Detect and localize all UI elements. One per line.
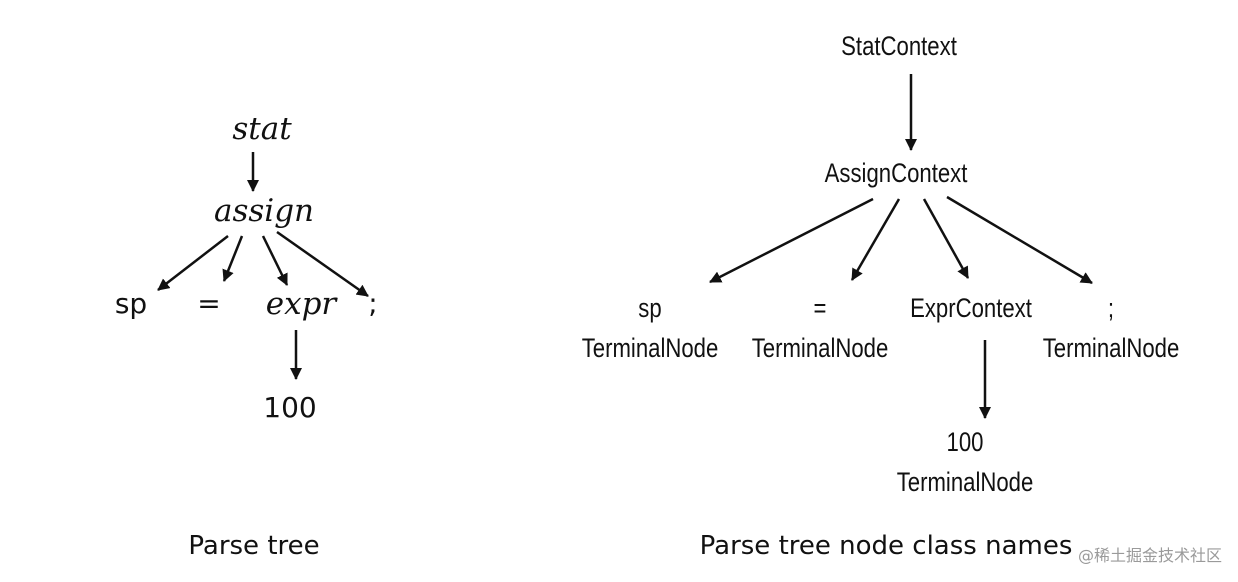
node-semi-terminal: ; TerminalNode <box>1043 288 1180 368</box>
node-semi-value: ; <box>1107 293 1115 323</box>
node-statcontext: StatContext <box>841 31 957 61</box>
node-expr: expr <box>265 286 337 322</box>
node-100-value: 100 <box>946 427 984 457</box>
node-eq-value: = <box>813 293 827 323</box>
node-100-terminal: 100 TerminalNode <box>897 422 1034 502</box>
edge-assigncontext-sp <box>709 197 874 284</box>
edge-assigncontext-expr <box>922 198 970 279</box>
node-exprcontext: ExprContext <box>910 293 1032 323</box>
node-eq-class: TerminalNode <box>751 333 889 363</box>
node-sp: sp <box>114 287 148 320</box>
edge-assigncontext-eq <box>850 198 901 281</box>
node-100: 100 <box>263 391 317 424</box>
edge-assign-sp <box>157 235 229 291</box>
edge-assign-eq <box>222 235 244 282</box>
watermark: @稀土掘金技术社区 <box>1077 546 1222 565</box>
class-tree-caption: Parse tree node class names <box>699 531 1073 561</box>
node-100-class: TerminalNode <box>896 467 1034 497</box>
edge-assigncontext-semi <box>946 195 1093 285</box>
node-sp-terminal: sp TerminalNode <box>582 288 719 368</box>
node-assign: assign <box>213 193 315 229</box>
node-assigncontext: AssignContext <box>824 158 968 188</box>
edge-assign-semi <box>276 230 369 298</box>
node-sp-class: TerminalNode <box>581 333 719 363</box>
node-sp-value: sp <box>638 293 662 323</box>
node-semi-class: TerminalNode <box>1042 333 1180 363</box>
node-stat: stat <box>232 111 292 147</box>
node-eq-terminal: = TerminalNode <box>752 288 889 368</box>
parse-tree-caption: Parse tree <box>188 531 320 561</box>
node-semi: ; <box>368 287 378 320</box>
node-eq: = <box>197 287 221 320</box>
edge-assign-expr <box>261 235 289 286</box>
